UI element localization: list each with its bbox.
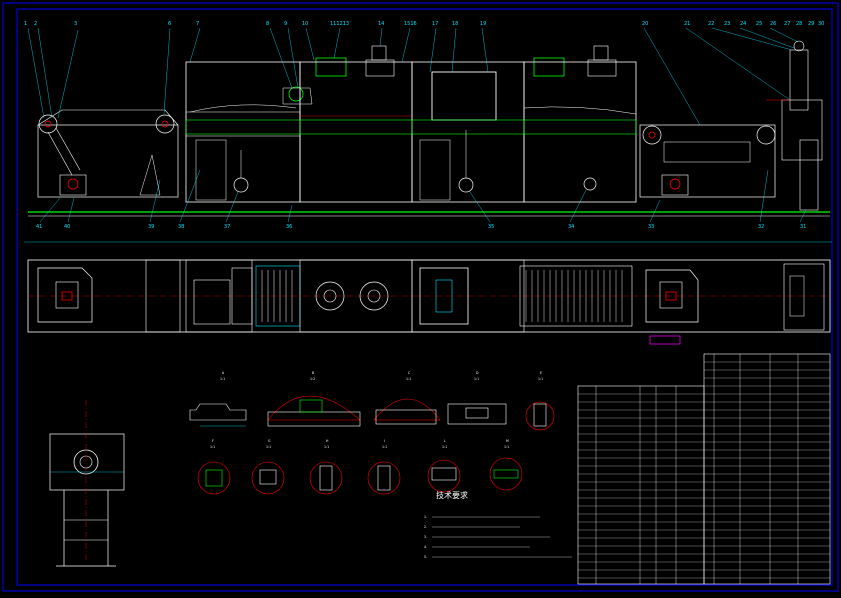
top-callout: 19 — [480, 21, 486, 27]
section-label: M — [506, 439, 509, 443]
section-label: L — [444, 439, 446, 443]
side-section — [49, 400, 125, 567]
section-label: F — [212, 439, 214, 443]
bottom-callout: 33 — [648, 224, 654, 230]
technical-notes: 技术要求 1. 2. 3. 4. 5. — [424, 490, 572, 559]
top-callout: 22 — [708, 21, 714, 27]
top-callout: 7 — [196, 21, 199, 27]
top-callout: 26 — [770, 21, 776, 27]
note-line-1: 1. — [424, 515, 427, 519]
section-ratio: 1:1 — [266, 445, 271, 449]
top-callout: 25 — [756, 21, 762, 27]
bottom-callout: 37 — [224, 224, 230, 230]
section-label: B — [312, 371, 314, 375]
bottom-callout-labels: 41 40 39 38 37 36 35 34 33 32 31 — [36, 224, 806, 230]
section-ratio: 1:1 — [474, 377, 479, 381]
bottom-callout: 32 — [758, 224, 764, 230]
bottom-callout: 39 — [148, 224, 154, 230]
section-ratio: 1:1 — [538, 377, 543, 381]
section-label: H — [326, 439, 329, 443]
detail-views: A1:1B1:2C1:1D1:1E1:1F1:1G1:1H1:1I1:1L1:1… — [189, 371, 555, 495]
top-callout: 1 — [24, 21, 27, 27]
section-label: C — [408, 371, 411, 375]
section-label: E — [540, 371, 542, 375]
bottom-callout: 35 — [488, 224, 494, 230]
top-callout: 29 — [808, 21, 814, 27]
section-ratio: 1:1 — [406, 377, 411, 381]
section-label: I — [384, 439, 385, 443]
note-line-5: 5. — [424, 555, 427, 559]
section-ratio: 1:1 — [442, 445, 447, 449]
parts-list — [577, 385, 705, 585]
plan-view — [24, 241, 832, 345]
section-ratio: 1:2 — [310, 377, 315, 381]
section-ratio: 1:1 — [382, 445, 387, 449]
top-callout: 18 — [452, 21, 458, 27]
section-ratio: 1:1 — [324, 445, 329, 449]
top-callout: 9 — [284, 21, 287, 27]
section-view-labels: A1:1B1:2C1:1D1:1E1:1F1:1G1:1H1:1I1:1L1:1… — [210, 371, 543, 449]
top-callout: 23 — [724, 21, 730, 27]
top-callout: 30 — [818, 21, 824, 27]
top-callout: 1516 — [404, 21, 417, 27]
top-callout: 21 — [684, 21, 690, 27]
notes-title: 技术要求 — [436, 490, 468, 500]
section-label: D — [476, 371, 479, 375]
top-callout: 10 — [302, 21, 308, 27]
bottom-callout: 36 — [286, 224, 292, 230]
top-callout: 28 — [796, 21, 802, 27]
top-callout: 20 — [642, 21, 648, 27]
title-block — [703, 353, 831, 585]
section-ratio: 1:1 — [220, 377, 225, 381]
top-callout: 111213 — [330, 21, 349, 27]
bottom-callout: 40 — [64, 224, 70, 230]
top-callout: 24 — [740, 21, 746, 27]
section-label: A — [222, 371, 225, 375]
section-label: G — [268, 439, 271, 443]
bottom-callout: 38 — [178, 224, 184, 230]
note-line-3: 3. — [424, 535, 427, 539]
top-callout: 6 — [168, 21, 171, 27]
note-line-4: 4. — [424, 545, 427, 549]
elevation-view: 1236789101112131415161718192021222324252… — [24, 21, 830, 230]
bottom-callout: 34 — [568, 224, 574, 230]
section-ratio: 1:1 — [504, 445, 509, 449]
top-callout: 2 — [34, 21, 37, 27]
section-ratio: 1:1 — [210, 445, 215, 449]
bottom-callout: 41 — [36, 224, 42, 230]
note-line-2: 2. — [424, 525, 427, 529]
inner-frame — [16, 8, 833, 586]
top-callout: 14 — [378, 21, 384, 27]
top-callout: 17 — [432, 21, 438, 27]
top-callout: 8 — [266, 21, 269, 27]
bottom-callout: 31 — [800, 224, 806, 230]
top-callout: 27 — [784, 21, 790, 27]
top-callout: 3 — [74, 21, 77, 27]
